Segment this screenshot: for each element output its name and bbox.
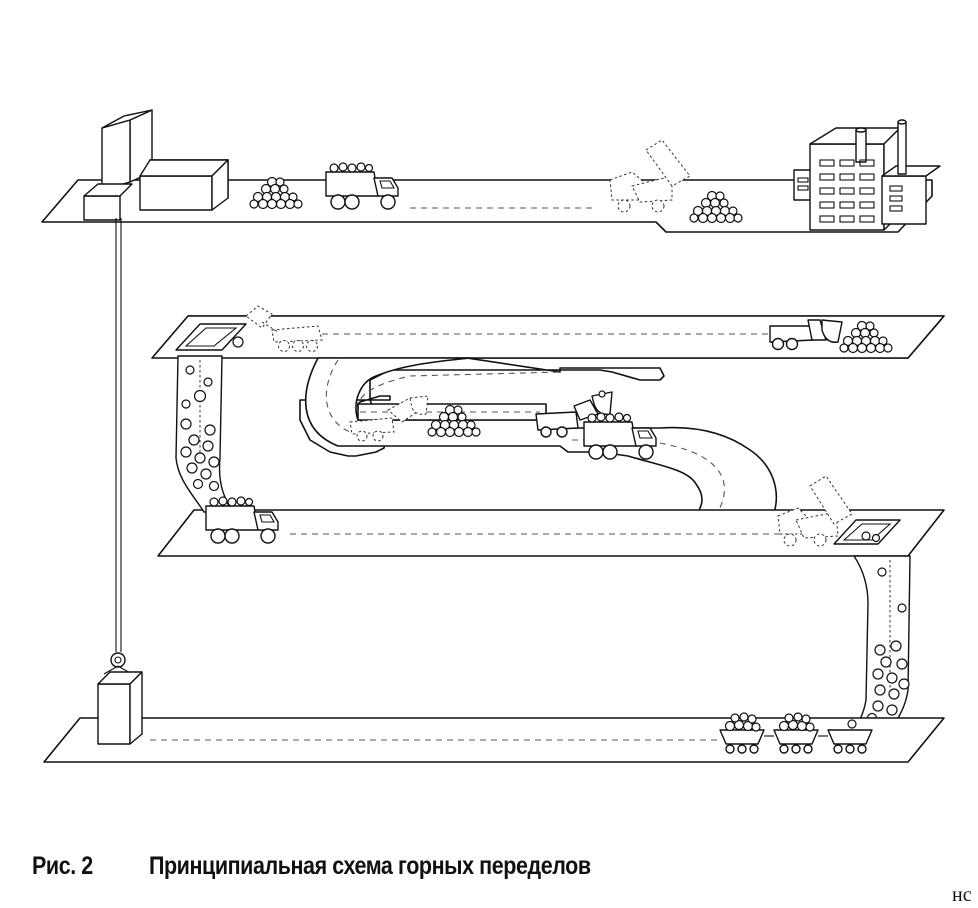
figure-title: Принципиальная схема горных переделов xyxy=(148,852,591,880)
processing-plant xyxy=(793,119,941,231)
figure-caption: Рис. 2 Принципиальная схема горных переде… xyxy=(32,852,591,881)
loader xyxy=(245,305,323,352)
headframe xyxy=(83,109,229,221)
page-text-fragment: нс xyxy=(952,884,972,906)
ore-pass-opening xyxy=(175,323,247,351)
ramp-road xyxy=(305,357,778,525)
loader xyxy=(349,395,429,442)
loader xyxy=(769,319,843,351)
figure-number: Рис. 2 xyxy=(32,852,93,880)
ore-pass xyxy=(175,355,233,513)
mining-process-diagram xyxy=(41,109,945,763)
ore-pass xyxy=(851,555,911,733)
upper-level-slab xyxy=(151,315,945,359)
hoist-rope xyxy=(115,218,122,652)
ore-pass-opening xyxy=(833,519,901,545)
skip xyxy=(97,652,143,745)
mine-car xyxy=(827,719,873,754)
dumping-truck xyxy=(609,139,691,213)
dumping-truck xyxy=(777,475,853,547)
bottom-haulage-level xyxy=(43,717,945,763)
